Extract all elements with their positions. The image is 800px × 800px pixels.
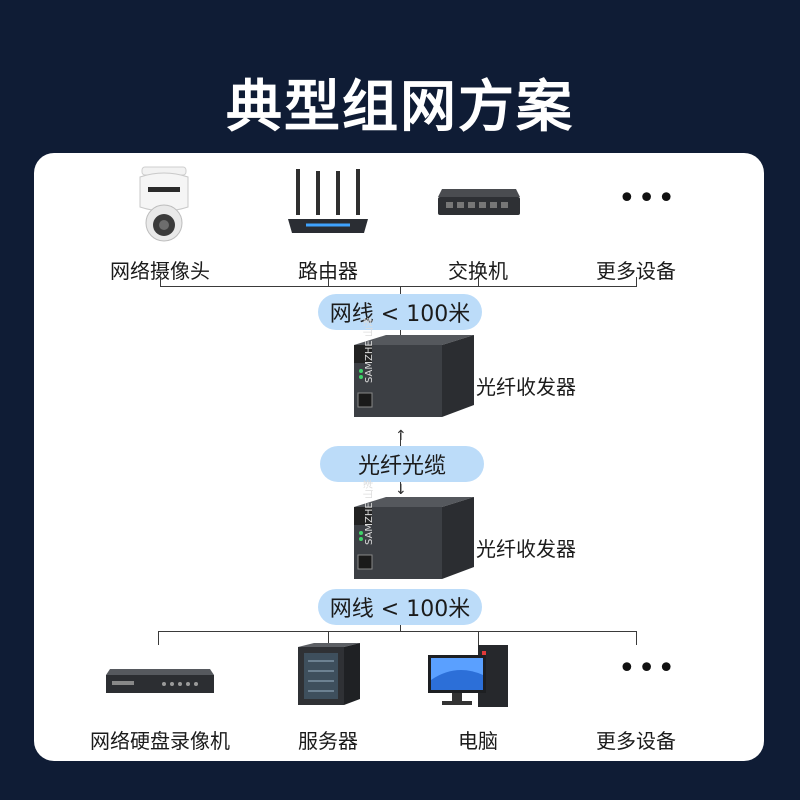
camera-icon [134,165,194,247]
bottom-bus-line [158,631,636,632]
transceiver-icon [346,331,486,425]
network-diagram-card: 网络摄像头 路由器 交换机 ••• 更多设备 [34,153,764,761]
device-label-computer: 电脑 [458,729,498,753]
router-icon [286,167,370,241]
top-bus-line [160,286,636,287]
transceiver-label-bottom: 光纤收发器 [476,537,576,561]
computer-icon [426,645,522,713]
arrow-down-icon: ↓ [395,482,407,498]
more-dots-icon: ••• [618,181,678,216]
transceiver-label-top: 光纤收发器 [476,375,576,399]
switch-icon [436,187,522,223]
page-title: 典型组网方案 [226,75,574,140]
device-label-more-bottom: 更多设备 [596,729,676,753]
transceiver-brand: SAMZHE 山泽 [364,479,375,545]
top-cable-label: 网线 < 100米 [318,294,482,330]
transceiver-icon [346,493,486,587]
device-label-server: 服务器 [298,729,358,753]
arrow-up-icon: ↑ [395,428,407,444]
transceiver-brand: SAMZHE 山泽 [364,317,375,383]
more-dots-icon: ••• [618,651,678,686]
fiber-cable-label: 光纤光缆 [320,446,484,482]
device-label-nvr: 网络硬盘录像机 [90,729,230,753]
bottom-cable-label: 网线 < 100米 [318,589,482,625]
nvr-icon [104,667,216,701]
server-cabinet-icon [294,641,364,711]
